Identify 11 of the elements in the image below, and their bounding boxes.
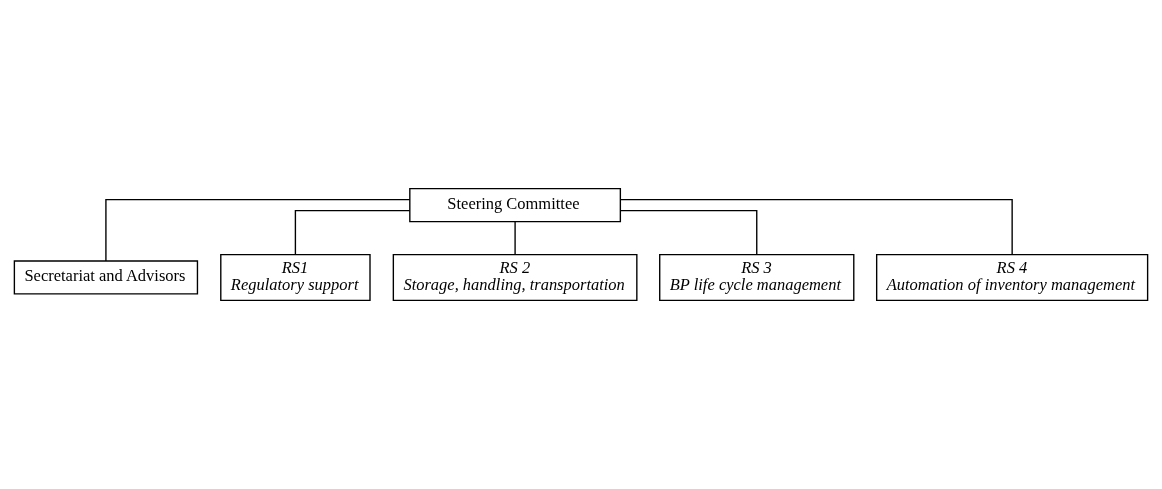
node-box: RS 2 Storage, handling, transportation [392,253,638,302]
node-box: RS1 Regulatory support [220,253,371,302]
connector [514,221,516,256]
connector [294,209,411,256]
node-box: Steering Committee [409,187,622,223]
connector [619,209,758,256]
connector [619,198,1013,256]
node-box: RS 3 BP life cycle management [659,253,855,302]
node-box: Secretariat and Advisors [13,260,199,295]
node-box: RS 4 Automation of inventory management [876,253,1149,302]
connector [105,198,411,262]
